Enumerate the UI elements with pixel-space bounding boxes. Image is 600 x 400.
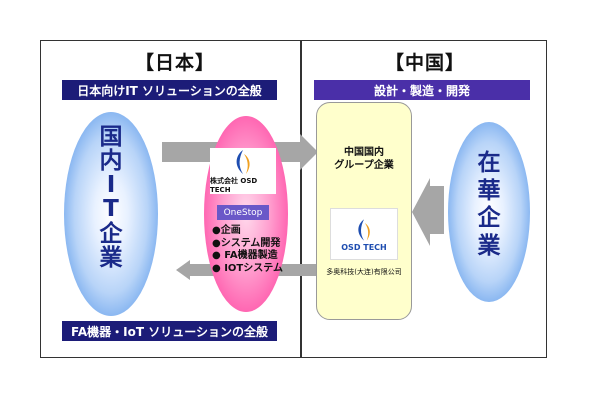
resident-char: 企	[477, 205, 501, 232]
domestic-it-label: 国 内 I T 企 業	[94, 125, 128, 270]
service-item: ● FA機器製造	[212, 250, 278, 261]
service-item: ●企画	[212, 225, 241, 236]
osd-logo-icon	[236, 150, 250, 174]
japan-top-banner: 日本向けIT ソリューションの全般	[62, 80, 277, 100]
osd-logo-icon	[358, 218, 370, 241]
arrow-from-resident	[412, 178, 444, 246]
china-title: 【中国】	[384, 52, 465, 74]
domestic-it-ellipse	[64, 112, 158, 316]
domestic-char: 国	[99, 124, 123, 150]
domestic-char: I	[106, 172, 116, 199]
service-item: ●システム開発	[212, 237, 281, 249]
domestic-char: 内	[99, 148, 123, 175]
dalian-company-name: 多奥科技(大连)有限公司	[326, 268, 402, 276]
domestic-char: 企	[99, 220, 123, 247]
resident-label: 在 華 企 業	[474, 150, 504, 260]
domestic-char: 業	[99, 244, 123, 271]
china-group-label: 中国国内 グループ企業	[316, 146, 412, 172]
service-item: ● IOTシステム	[212, 262, 283, 274]
china-top-banner: 設計・製造・開発	[314, 80, 530, 100]
resident-char: 業	[477, 232, 501, 259]
china-group-label-line1: 中国国内	[344, 147, 384, 158]
service-list: ●企画 ●システム開発 ● FA機器製造 ● IOTシステム	[212, 225, 283, 275]
dalian-logo-box: OSD TECH	[330, 208, 398, 260]
resident-ellipse	[448, 122, 530, 302]
china-group-label-line2: グループ企業	[334, 160, 394, 171]
osd-tech-logo-box: 株式会社 OSD TECH	[210, 148, 276, 194]
japan-title: 【日本】	[134, 52, 215, 74]
osd-tech-company-name: 株式会社 OSD TECH	[210, 177, 258, 194]
resident-char: 在	[477, 150, 501, 176]
onestop-badge: OneStop	[217, 205, 269, 220]
japan-bottom-banner: FA機器・IoT ソリューションの全般	[62, 321, 277, 341]
domestic-char: T	[103, 196, 119, 223]
resident-char: 華	[477, 177, 501, 204]
dalian-logo-text: OSD TECH	[341, 242, 387, 252]
region-divider	[300, 40, 302, 358]
